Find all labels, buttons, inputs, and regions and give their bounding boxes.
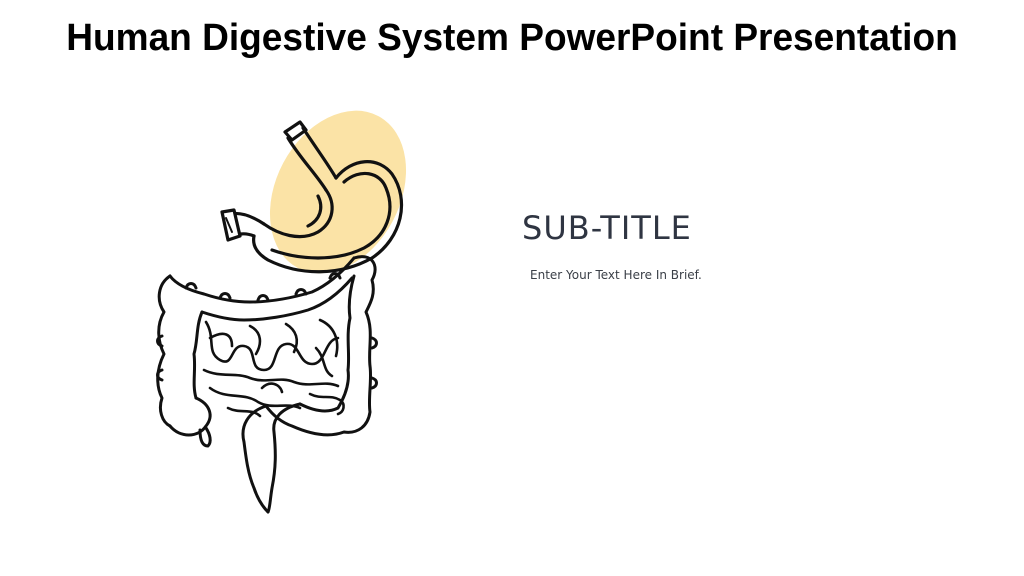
digestive-system-icon xyxy=(156,110,407,514)
digestive-system-illustration xyxy=(140,108,420,528)
subtitle: SUB-TITLE xyxy=(522,209,692,247)
large-intestine-icon xyxy=(156,255,378,448)
page-title: Human Digestive System PowerPoint Presen… xyxy=(66,17,958,59)
accent-blob xyxy=(269,110,407,274)
stomach-icon xyxy=(220,120,404,274)
body-text: Enter Your Text Here In Brief. xyxy=(530,268,702,282)
rectum-icon xyxy=(241,402,302,514)
small-intestine-icon xyxy=(202,318,345,418)
